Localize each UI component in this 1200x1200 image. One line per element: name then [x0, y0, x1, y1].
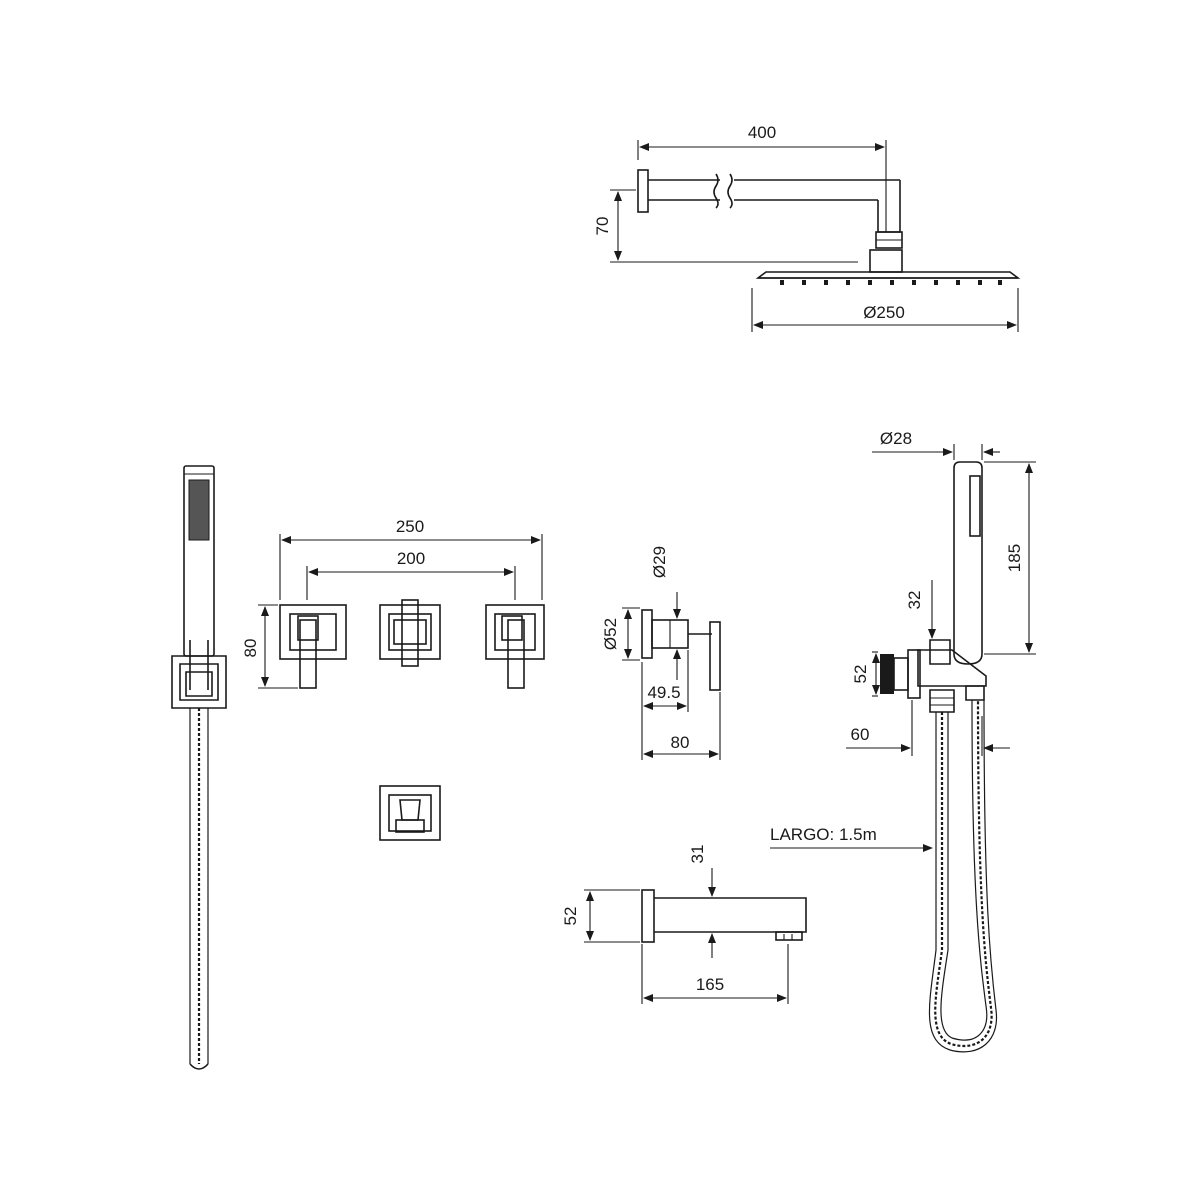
overhead-shower-drawing: 400 70 Ø250	[593, 123, 1021, 332]
arm-length-label: 400	[748, 123, 776, 142]
trims-center-spacing-label: 200	[397, 549, 425, 568]
diverter-box-drawing	[379, 785, 441, 841]
trims-outer-width-label: 250	[396, 517, 424, 536]
projection-label: 60	[851, 725, 870, 744]
drop-label: 70	[593, 217, 612, 236]
hand-shower-set-drawing: Ø28 185 32 52 60 LARGO: 1.5m	[770, 429, 1036, 1053]
valve-trims-drawing: 250 200 80	[241, 517, 545, 689]
hand-shower-with-holder-drawing	[171, 465, 227, 1070]
spout-height-offset-label: 31	[688, 845, 707, 864]
spout-length-label: 165	[696, 975, 724, 994]
total-depth-label: 80	[671, 733, 690, 752]
handle-diameter-label: Ø28	[880, 429, 912, 448]
body-diameter-label: Ø29	[650, 546, 669, 578]
handle-length-label: 185	[1005, 544, 1024, 572]
holder-offset-label: 32	[905, 591, 924, 610]
head-diameter-label: Ø250	[863, 303, 905, 322]
elbow-height-label: 52	[851, 665, 870, 684]
hose-length-label: LARGO: 1.5m	[770, 825, 877, 844]
bath-spout-drawing: 31 52 165	[561, 845, 807, 1004]
flange-diameter-label: Ø52	[601, 618, 620, 650]
wall-outlet-drawing: Ø52 Ø29 49.5 80	[601, 546, 721, 760]
trims-height-label: 80	[241, 639, 260, 658]
spout-flange-height-label: 52	[561, 907, 580, 926]
depth-label: 49.5	[647, 683, 680, 702]
